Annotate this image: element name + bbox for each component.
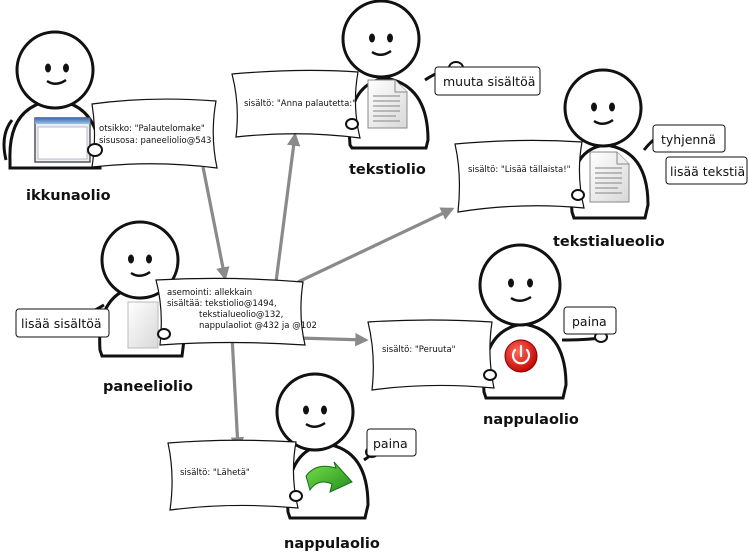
character-arm: [2, 119, 14, 161]
object-label: tekstialueolio: [553, 234, 665, 250]
method-button-paina[interactable]: [563, 306, 617, 335]
character-eye: [387, 33, 393, 43]
method-button-muuta-sisaltoa[interactable]: [434, 66, 541, 96]
note-card: [454, 139, 585, 213]
arrow-window-to-panel: [201, 166, 230, 281]
object-label: paneeliolio: [103, 379, 193, 395]
object-ikkunaolio: otsikko: "Palautelomake" sisusosa: panee…: [2, 30, 218, 204]
note-line: sisältö: "Lisää tällaista!": [468, 165, 571, 175]
note-line: sisältö: "Anna palautetta:": [244, 99, 356, 109]
method-label: paina: [572, 314, 607, 329]
method-label: muuta sisältöä: [443, 74, 535, 89]
note-card: [167, 439, 299, 511]
character-head: [341, 0, 421, 79]
note-line: sisältö: "Peruuta": [382, 345, 456, 355]
note-line: sisusosa: paneeliolio@543: [99, 136, 211, 146]
method-button-paina[interactable]: [366, 428, 417, 457]
note-card: [231, 69, 361, 139]
character-head: [478, 243, 562, 327]
character-eye: [508, 278, 514, 288]
window-icon: [34, 117, 91, 163]
note-card: [367, 319, 495, 391]
character-mouth: [305, 421, 326, 428]
note-line: sisältää: tekstiolio@1494,: [167, 299, 277, 309]
character-hand: [483, 369, 497, 381]
object-label: tekstiolio: [349, 162, 426, 178]
arrow-panel-to-textarea: [297, 207, 455, 284]
method-label: tyhjennä: [661, 132, 716, 147]
character-hand: [157, 328, 171, 340]
object-label: ikkunaolio: [26, 188, 111, 204]
character-hand: [345, 118, 359, 130]
character-head: [275, 372, 355, 452]
method-label: lisää tekstiä: [670, 164, 745, 179]
character-mouth: [371, 49, 392, 56]
character-eye: [321, 405, 327, 415]
object-tekstialueolio: sisältö: "Lisää tällaista!" tyhjennä lis…: [454, 68, 748, 250]
document-icon: [367, 79, 408, 129]
character-head: [15, 30, 95, 110]
character-hand: [87, 143, 103, 157]
character-eye: [369, 33, 375, 43]
arrow-panel-to-text: [274, 132, 301, 283]
power-button-icon: [504, 339, 538, 373]
arrow-panel-to-button2: [230, 335, 245, 451]
note-line: sisältö: "Lähetä": [180, 468, 250, 478]
method-button-lisaa-tekstia[interactable]: [665, 156, 748, 185]
character-eye: [591, 102, 597, 112]
method-label: paina: [373, 436, 408, 451]
character-mouth: [46, 78, 67, 85]
character-mouth: [510, 295, 532, 302]
object-tekstiolio: sisältö: "Anna palautetta:" muuta sisält…: [231, 0, 541, 178]
green-arrow-icon: [305, 461, 353, 493]
note-line: asemointi: allekkain: [167, 288, 252, 298]
character-mouth: [593, 118, 614, 125]
character-eye: [527, 278, 533, 288]
document-icon: [589, 151, 630, 203]
character-eye: [63, 63, 69, 73]
character-mouth: [130, 270, 151, 277]
note-line: nappulaoliot @432 ja @102: [199, 321, 317, 331]
reference-arrows: [201, 132, 455, 451]
character-eye: [609, 102, 615, 112]
character-head: [563, 68, 643, 148]
note-line: otsikko: "Palautelomake": [99, 124, 205, 134]
object-label: nappulaolio: [284, 536, 380, 552]
note-card: [91, 98, 218, 169]
character-eye: [45, 63, 51, 73]
character-head: [100, 220, 180, 300]
character-eye: [303, 405, 309, 415]
method-button-lisaa-sisaltoa[interactable]: [15, 308, 110, 338]
object-label: nappulaolio: [483, 412, 579, 428]
character-eye: [128, 254, 134, 264]
object-nappulaolio-peruuta: sisältö: "Peruuta" paina nappulaolio: [367, 243, 617, 428]
object-paneeliolio: lisää sisältöä asemointi: allekkain sisä…: [15, 220, 317, 395]
character-eye: [146, 254, 152, 264]
note-line: tekstialueolio@132,: [199, 310, 283, 320]
method-button-tyhjenna[interactable]: [652, 124, 726, 153]
panel-icon: [127, 301, 159, 349]
object-nappulaolio-laheta: sisältö: "Lähetä" paina nappulaolio: [167, 372, 417, 552]
character-hand: [289, 490, 303, 502]
arrow-panel-to-button1: [297, 332, 369, 347]
method-label: lisää sisältöä: [21, 316, 102, 331]
character-hand: [571, 189, 585, 201]
